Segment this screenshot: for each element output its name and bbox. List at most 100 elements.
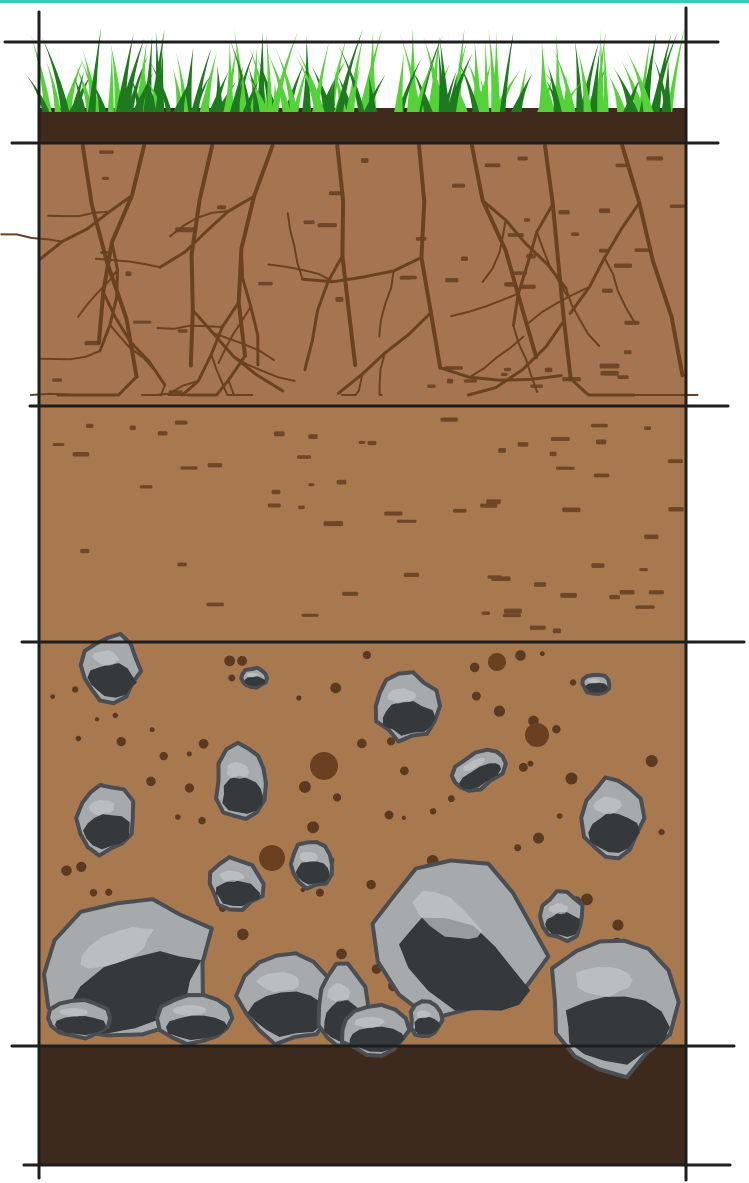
soil-fleck <box>649 590 664 594</box>
soil-fleck <box>73 452 90 457</box>
soil-fleck <box>400 276 417 280</box>
soil-fleck <box>503 614 521 617</box>
soil-fleck <box>524 218 530 221</box>
soil-fleck <box>591 563 604 568</box>
soil-pebble <box>90 889 97 896</box>
soil-fleck <box>560 593 577 598</box>
soil-clod <box>488 653 506 671</box>
soil-fleck <box>530 626 546 630</box>
soil-fleck <box>130 425 136 430</box>
soil-fleck <box>272 490 281 494</box>
soil-fleck <box>624 321 639 325</box>
soil-fleck <box>609 595 620 599</box>
soil-pebble <box>95 717 99 721</box>
soil-fleck <box>318 223 337 227</box>
soil-clod <box>525 723 549 747</box>
soil-fleck <box>384 511 402 515</box>
rock <box>241 668 267 688</box>
soil-pebble <box>333 793 341 801</box>
soil-pebble <box>198 817 205 824</box>
soil-pebble <box>105 889 112 896</box>
soil-pebble <box>472 692 481 701</box>
soil-fleck <box>359 441 366 444</box>
soil-pebble <box>237 929 249 941</box>
soil-fleck <box>545 368 553 373</box>
soil-fleck <box>571 232 579 236</box>
soil-pebble <box>113 713 118 718</box>
soil-fleck <box>482 612 490 615</box>
soil-fleck <box>464 379 477 382</box>
soil-fleck <box>556 467 575 470</box>
grass-blade <box>608 74 626 112</box>
soil-fleck <box>335 297 343 302</box>
soil-fleck <box>550 452 557 456</box>
rock <box>216 743 266 819</box>
soil-fleck <box>178 329 188 332</box>
soil-fleck <box>591 424 608 428</box>
soil-fleck <box>217 205 226 209</box>
soil-pebble <box>527 761 533 767</box>
soil-fleck <box>596 440 606 445</box>
soil-fleck <box>644 535 658 540</box>
soil-pebble <box>570 679 576 685</box>
soil-fleck <box>594 474 610 478</box>
rock <box>291 842 332 889</box>
rock <box>411 1001 443 1036</box>
soil-fleck <box>647 156 664 160</box>
grass-surface-layer <box>38 108 686 142</box>
soil-pebble <box>228 674 235 681</box>
soil-fleck <box>600 364 620 369</box>
soil-fleck <box>440 418 457 422</box>
soil-fleck <box>639 568 647 571</box>
grass-blade <box>603 43 608 112</box>
soil-fleck <box>504 368 511 372</box>
soil-pebble <box>330 683 341 694</box>
soil-pebble <box>557 813 563 819</box>
soil-pebble <box>470 663 480 673</box>
soil-fleck <box>485 163 501 167</box>
soil-fleck <box>140 485 153 488</box>
soil-fleck <box>177 562 186 566</box>
soil-pebble <box>400 766 409 775</box>
soil-pebble <box>533 833 544 844</box>
soil-pebble <box>646 755 658 767</box>
grass-blades <box>25 27 685 112</box>
soil-pebble <box>515 650 526 661</box>
soil-fleck <box>301 614 318 617</box>
soil-fleck <box>486 499 501 504</box>
soil-fleck <box>558 210 569 214</box>
rock <box>582 675 609 694</box>
soil-pebble <box>237 656 247 666</box>
soil-fleck <box>445 278 458 282</box>
soil-fleck <box>297 455 311 458</box>
soil-pebble <box>185 783 194 792</box>
soil-pebble <box>299 781 311 793</box>
soil-pebble <box>175 814 181 820</box>
soil-fleck <box>258 282 273 285</box>
soil-fleck <box>498 448 506 453</box>
soil-fleck <box>562 507 580 512</box>
rock-highlight <box>588 679 600 683</box>
soil-fleck <box>635 605 654 609</box>
soil-fleck <box>206 603 223 607</box>
soil-fleck <box>268 504 281 508</box>
soil-fleck <box>361 158 369 163</box>
soil-fleck <box>551 437 570 441</box>
soil-pebble <box>540 651 545 656</box>
soil-pebble <box>316 889 324 897</box>
soil-fleck <box>298 506 305 509</box>
soil-pebble <box>357 739 367 749</box>
soil-fleck <box>133 321 152 324</box>
soil-fleck <box>534 582 546 587</box>
soil-fleck <box>158 431 168 435</box>
soil-pebble <box>146 777 156 787</box>
soil-fleck <box>624 350 632 354</box>
rock-shadow <box>586 683 608 693</box>
soil-fleck <box>404 573 419 577</box>
soil-fleck <box>617 375 628 379</box>
soil-fleck <box>668 507 683 512</box>
soil-fleck <box>99 150 114 153</box>
soil-pebble <box>307 821 319 833</box>
soil-fleck <box>616 164 627 168</box>
